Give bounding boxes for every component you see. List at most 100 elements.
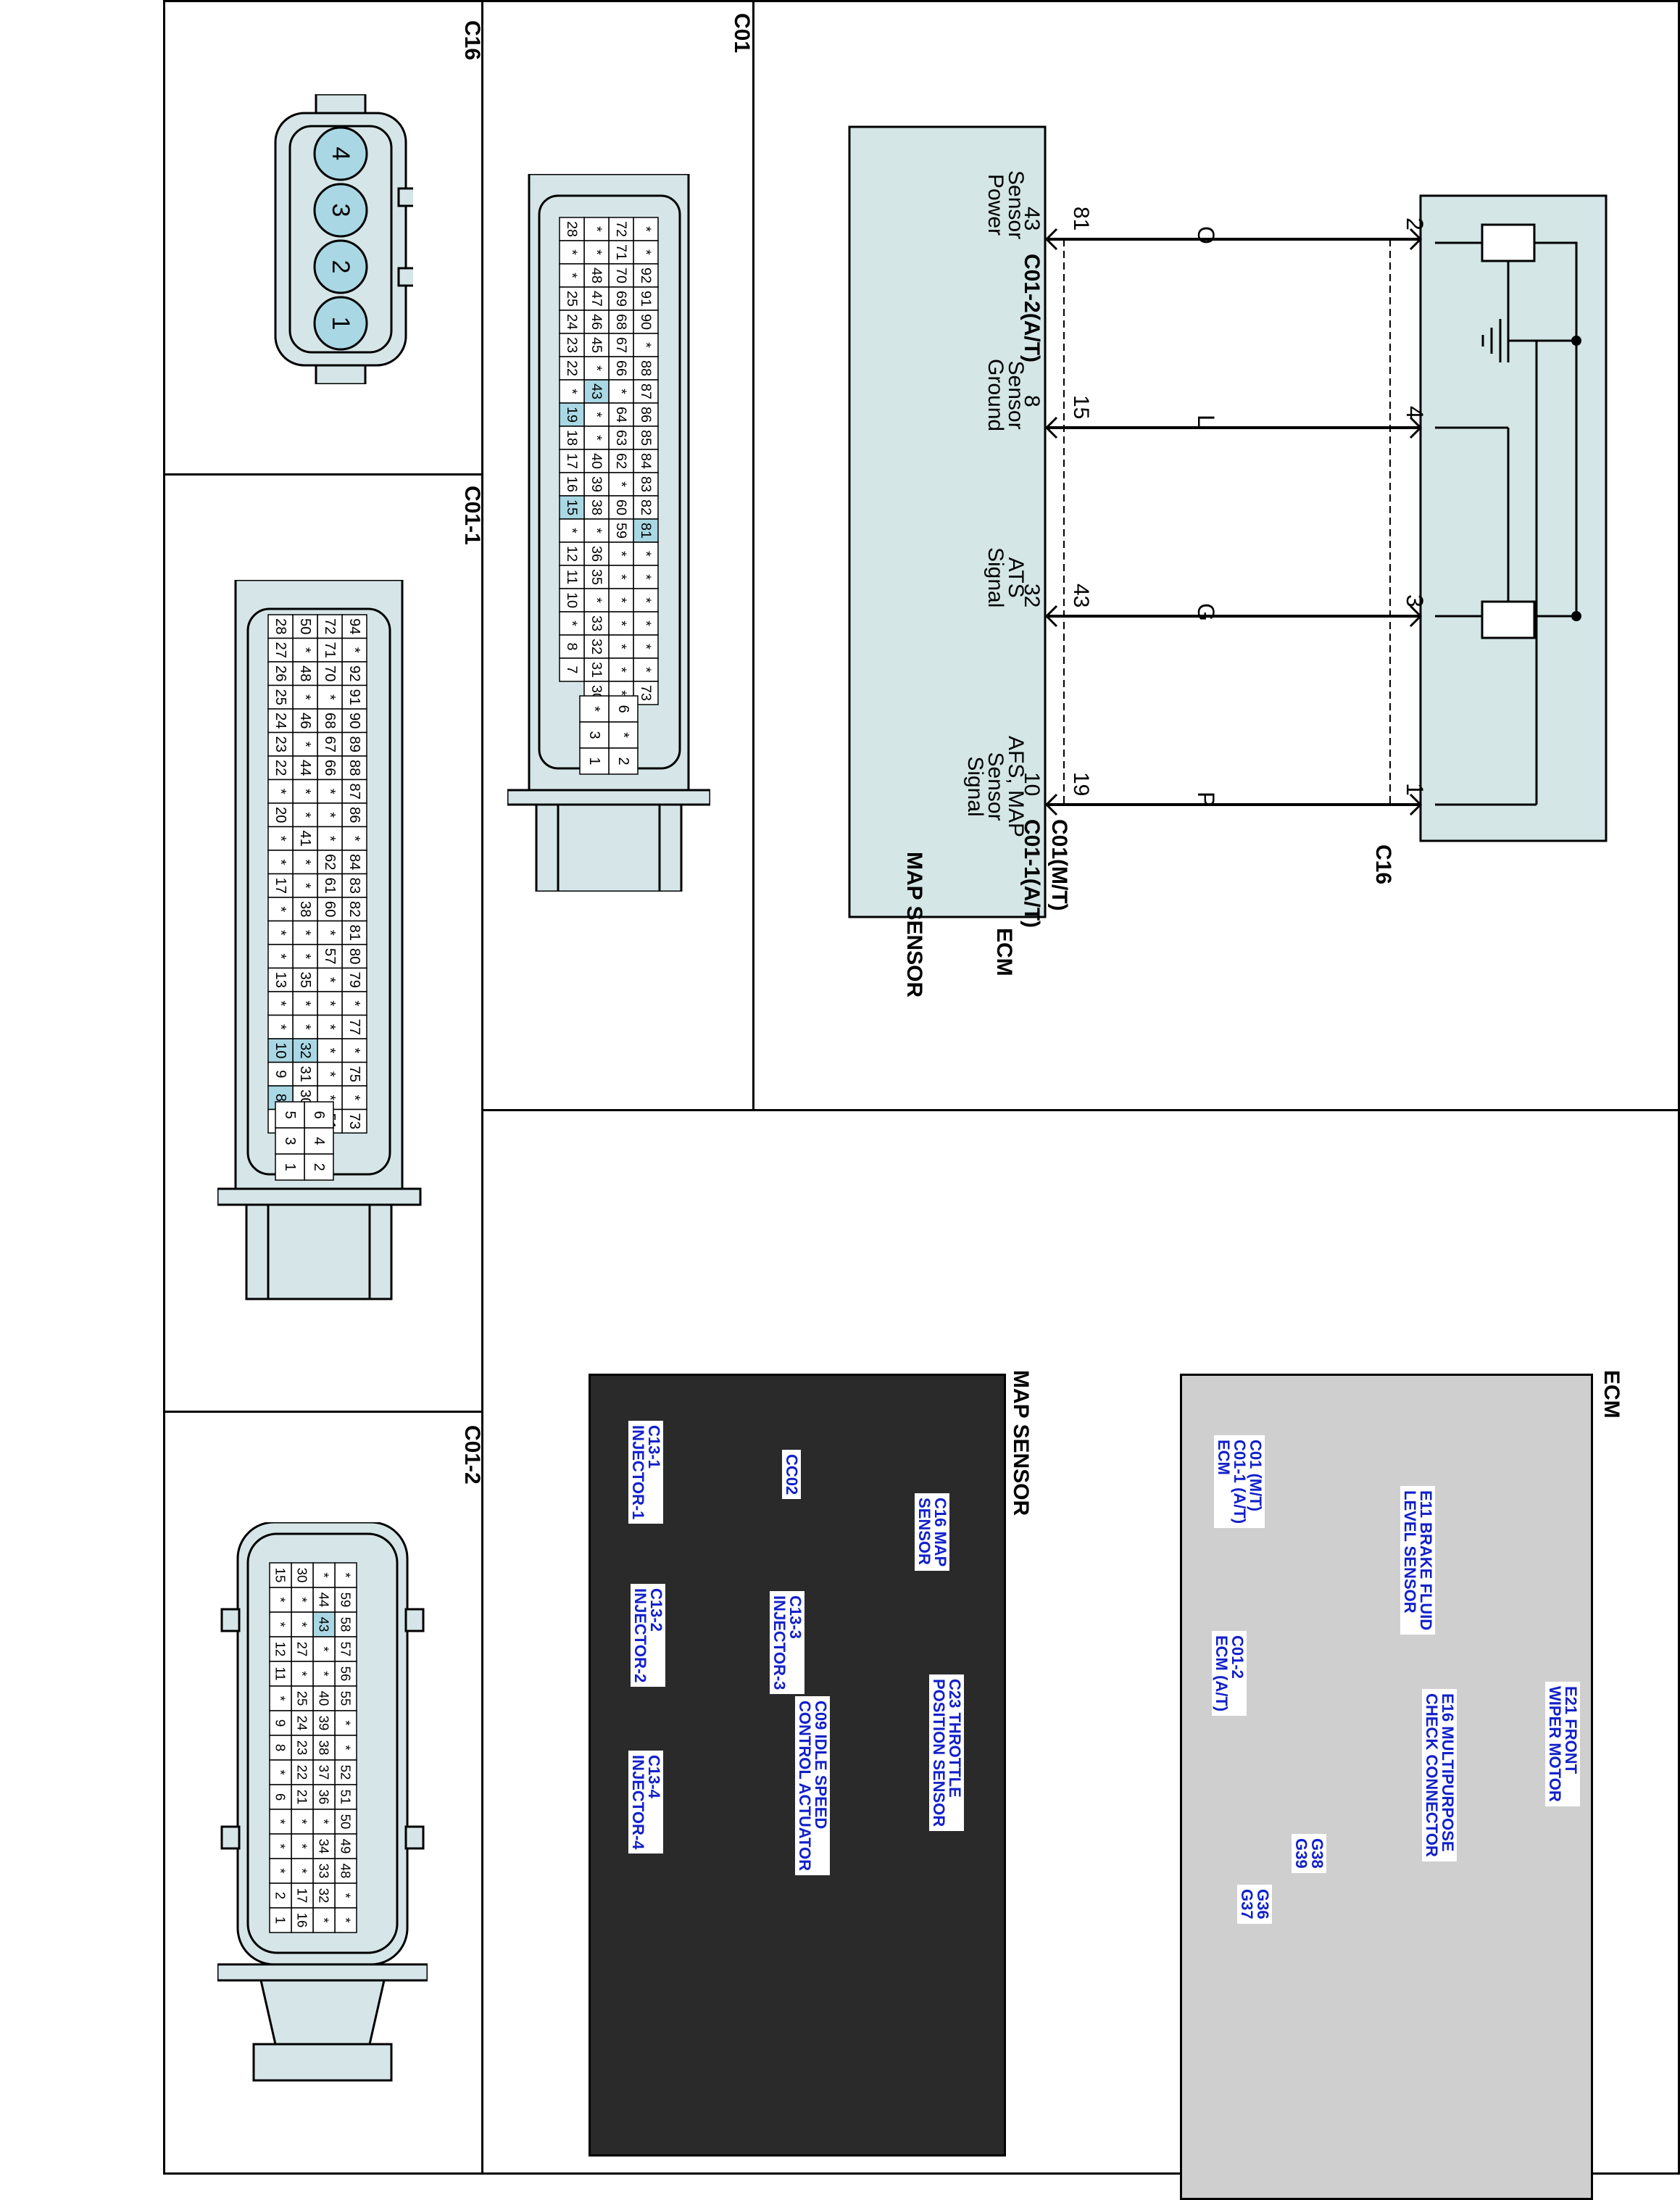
pin-label: *: [338, 1572, 354, 1577]
photo-label-line: INJECTOR-1: [629, 1425, 647, 1520]
pin-label: 25: [564, 291, 580, 307]
aux-pin-label: *: [615, 732, 631, 738]
pin-label: 32: [589, 639, 604, 655]
c01-1-grid-cell: [267, 755, 294, 781]
ecm-label: ECM: [992, 928, 1016, 976]
pin-label: 21: [295, 1790, 310, 1805]
pin-label: *: [273, 1597, 288, 1602]
mt-pin-19: 19: [1069, 772, 1093, 797]
pin-label: 7: [564, 665, 580, 673]
pin-label: 27: [273, 642, 288, 658]
c01-2-grid-cell: [312, 1661, 336, 1687]
pin-label: *: [613, 574, 629, 580]
pin-label: 1: [273, 1917, 288, 1924]
pin-label: *: [613, 667, 629, 673]
c01-1-grid-cell: [292, 684, 318, 710]
aux-pin-label: 6: [615, 705, 631, 713]
pin-label: *: [613, 389, 629, 394]
pin-label: 70: [322, 665, 338, 681]
pin-label: *: [346, 836, 362, 842]
pin-label: 63: [613, 430, 629, 446]
c01-2-grid-cell: [312, 1759, 336, 1785]
photo-label-line: CONTROL ACTUATOR: [796, 1701, 814, 1872]
pin-label: *: [273, 1868, 288, 1873]
wire-color-G: G: [1193, 603, 1219, 621]
pin-label: *: [273, 1622, 288, 1627]
pin-label: 38: [317, 1740, 332, 1756]
pin-label: 79: [346, 972, 362, 988]
map-sensor-box: [1419, 194, 1608, 842]
c01-2-grid-cell: [269, 1809, 292, 1835]
pin-label: *: [295, 1819, 310, 1824]
pin-label: 59: [613, 523, 629, 539]
c01-grid-cell: [633, 286, 659, 311]
pin-label: 60: [613, 499, 629, 515]
photo-label-line: INJECTOR-3: [770, 1595, 789, 1690]
pin-label: 70: [613, 267, 629, 283]
pin-label: 73: [346, 1113, 362, 1129]
c01-2-at-label: C01-2(A/T): [1020, 254, 1044, 363]
c16-pin-label: 3: [327, 204, 354, 217]
pin-label: *: [589, 597, 604, 603]
sensor-pin-4: 4: [1402, 406, 1428, 419]
pin-label: 71: [613, 244, 629, 260]
pin-label: *: [273, 953, 288, 959]
c01-1-grid-cell: [267, 708, 294, 734]
c01-2-grid-cell: [312, 1611, 336, 1637]
pin-label: 31: [589, 662, 604, 678]
sensor-pin-3: 3: [1402, 594, 1428, 607]
pin-label: *: [317, 1671, 332, 1676]
c01-grid-cell: [559, 449, 585, 473]
pin-label: *: [564, 273, 580, 278]
pin-label: *: [322, 930, 338, 936]
pin-label: 40: [317, 1691, 332, 1706]
pin-label: *: [317, 1819, 332, 1824]
c01-grid-cell: [583, 240, 610, 265]
pin-label: 24: [273, 713, 288, 729]
photo-label-line: E16 MULTIPURPOSE: [1439, 1693, 1457, 1852]
pin-label: 75: [346, 1066, 362, 1082]
aux-pin-label: 2: [615, 757, 631, 765]
pin-label: 33: [589, 615, 604, 631]
photo-label-line: C16 MAP: [931, 1498, 949, 1567]
pin-label: 43: [589, 383, 604, 399]
pin-label: 16: [295, 1913, 310, 1928]
photo-label-line: SENSOR: [915, 1498, 933, 1565]
pin-label: 35: [297, 972, 313, 988]
c01-1-grid-cell: [267, 991, 294, 1016]
photo-label-line: C01-1 (A/T): [1231, 1440, 1249, 1524]
c01-1-grid-cell: [267, 779, 294, 804]
c01-1-grid-cell: [317, 779, 343, 804]
pin-label: 20: [273, 807, 288, 823]
c01-1-grid-cell: [292, 637, 318, 663]
pin-label: *: [638, 620, 654, 626]
pin-label: *: [317, 1917, 332, 1922]
pin-label: 8: [273, 1094, 288, 1102]
c01-grid-cell: [559, 565, 585, 589]
pin-label: 73: [638, 685, 654, 701]
c01-grid-cell: [559, 286, 585, 311]
pin-label: 33: [317, 1864, 332, 1879]
pin-label: 23: [564, 337, 580, 353]
pin-label: 35: [589, 569, 604, 585]
c01-1-grid-cell: [341, 802, 367, 828]
pin-label: *: [322, 789, 338, 794]
pin-label: 60: [322, 901, 338, 917]
c16-pin-1: [313, 296, 368, 351]
pin-label: 6: [273, 1793, 288, 1801]
c01-grid-cell: [559, 333, 585, 357]
pin-label: 17: [295, 1888, 310, 1904]
pin-label: *: [317, 1572, 332, 1577]
photo-label-line: G39: [1292, 1838, 1310, 1869]
pin-label: 15: [273, 1568, 288, 1583]
c01-title: C01: [730, 13, 754, 54]
c01-2-grid-cell: [312, 1833, 336, 1859]
pin-label: 92: [346, 665, 362, 681]
map-sensor-photo-title: MAP SENSOR: [1009, 1370, 1033, 1516]
pin-label: *: [297, 647, 313, 653]
